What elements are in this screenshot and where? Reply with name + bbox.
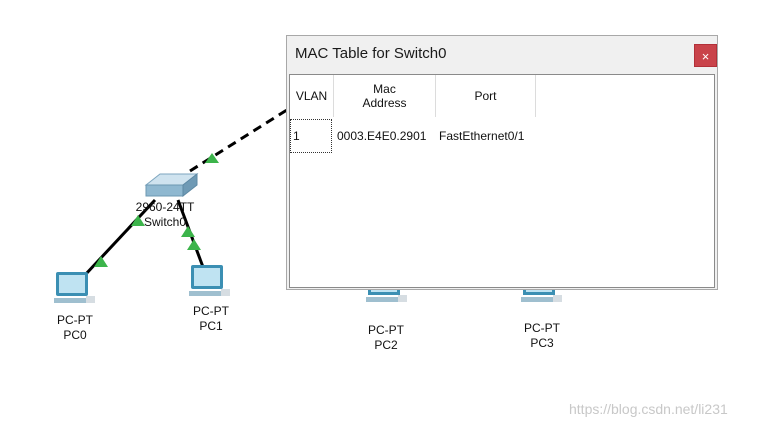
link-status-up-icon (187, 239, 201, 250)
column-header-mac-address[interactable]: Mac Address (334, 75, 436, 117)
link-switch-pc0[interactable] (83, 198, 157, 277)
pc-icon[interactable] (189, 265, 230, 296)
uplink-dashed-link[interactable] (189, 106, 291, 173)
cell-vlan[interactable]: 1 (290, 119, 332, 153)
pc1-name: PC1 (199, 319, 223, 333)
link-status-up-icon (94, 256, 108, 267)
window-title: MAC Table for Switch0 (295, 45, 447, 62)
pc2-name: PC2 (374, 338, 398, 352)
pc0-name: PC0 (63, 328, 87, 342)
switch-name: Switch0 (143, 215, 187, 229)
close-button[interactable]: × (694, 44, 717, 67)
switch-label: 2960-24TT Switch0 (136, 200, 195, 230)
pc0-label: PC-PT PC0 (57, 313, 93, 343)
pc1-model: PC-PT (193, 304, 229, 318)
link-status-up-icon (131, 215, 145, 226)
mac-table[interactable]: VLAN Mac Address Port 1 0003.E4E0.2901 F… (289, 74, 715, 288)
cell-mac-address[interactable]: 0003.E4E0.2901 (337, 129, 427, 143)
link-status-up-icon (181, 226, 195, 237)
pc1-label: PC-PT PC1 (193, 304, 229, 334)
pc0-model: PC-PT (57, 313, 93, 327)
pc3-name: PC3 (530, 336, 554, 350)
pc3-label: PC-PT PC3 (524, 321, 560, 351)
column-header-port[interactable]: Port (436, 75, 536, 117)
mac-table-window[interactable]: MAC Table for Switch0 × VLAN Mac Address… (286, 35, 718, 290)
switch-model: 2960-24TT (135, 200, 195, 214)
watermark: https://blog.csdn.net/li231 (569, 401, 728, 417)
column-header-vlan[interactable]: VLAN (290, 75, 334, 117)
cell-port[interactable]: FastEthernet0/1 (439, 129, 525, 143)
switch-icon[interactable] (144, 172, 199, 198)
pc-icon[interactable] (54, 272, 95, 303)
pc2-label: PC-PT PC2 (368, 323, 404, 353)
pc3-model: PC-PT (524, 321, 560, 335)
link-status-up-icon (205, 153, 219, 163)
pc2-model: PC-PT (368, 323, 404, 337)
